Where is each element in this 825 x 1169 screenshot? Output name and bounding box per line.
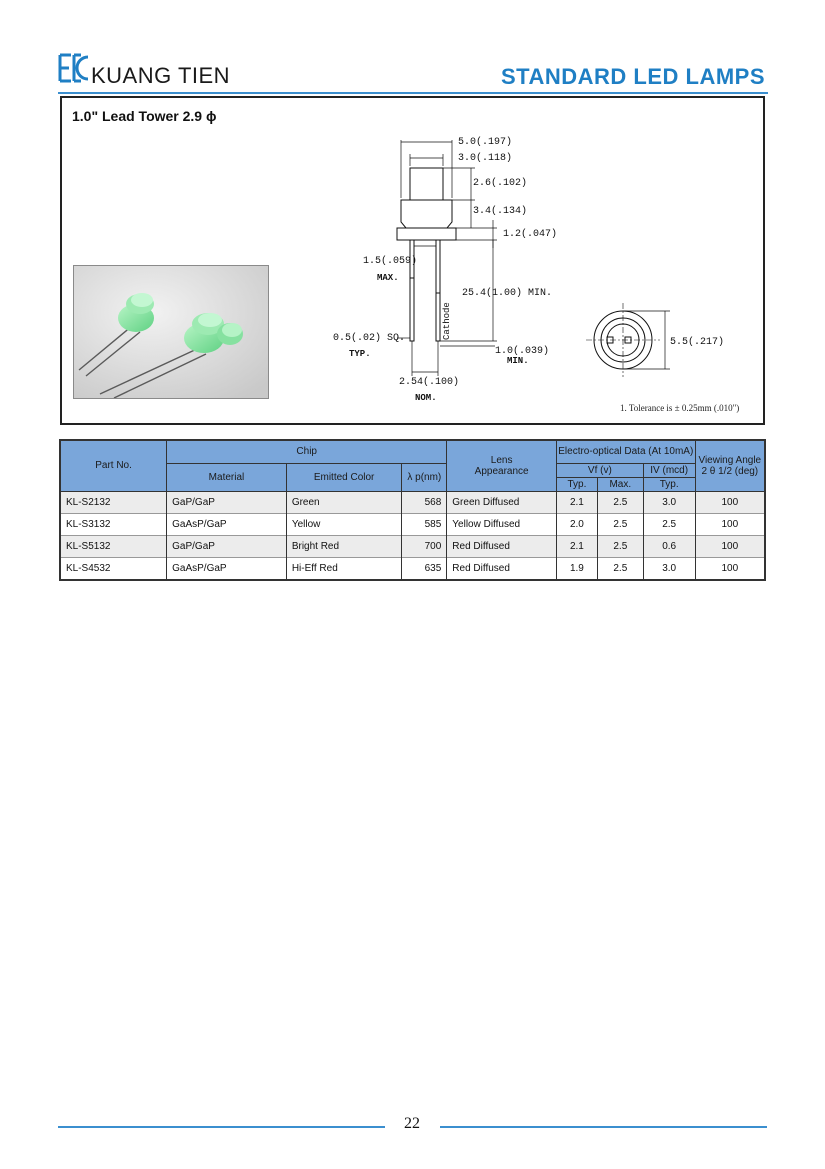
cell-color: Yellow [285,512,403,535]
cell-color: Green [285,490,403,513]
dim-body-height: 3.4(.134) [473,205,527,217]
dimension-drawing: 5.0(.197) 3.0(.118) 2.6(.102) 3.4(.134) … [333,136,724,403]
cell-part: KL-S4532 [59,556,168,580]
dim-lead-section-note: TYP. [349,349,371,359]
dim-lead-section: 0.5(.02) SQ. [333,332,405,344]
cell-vf-typ: 1.9 [555,556,598,580]
footer-divider-left [58,1126,385,1128]
cell-lens: Yellow Diffused [446,512,557,535]
header-viewing-angle: Viewing Angle 2 θ 1/2 (deg) [694,439,766,492]
cell-material: GaP/GaP [166,534,287,557]
cathode-label: Cathode [442,302,452,340]
header-divider [58,92,768,94]
header-angle-line2: 2 θ 1/2 (deg) [701,465,759,477]
footer-divider-right [440,1126,767,1128]
header-lens: Lens Appearance [446,439,557,492]
cell-lens: Green Diffused [446,490,557,513]
header-emitted-color: Emitted Color [285,462,403,492]
dim-top-inner: 3.0(.118) [458,152,512,164]
header-lens-line1: Lens [490,454,513,466]
cell-angle: 100 [694,512,766,535]
header-wavelength: λ p(nm) [401,462,448,492]
cell-angle: 100 [694,534,766,557]
cell-part: KL-S5132 [59,534,168,557]
cell-iv-typ: 3.0 [642,490,696,513]
dim-lead-length: 25.4(1.00) MIN. [462,287,552,299]
cell-color: Bright Red [285,534,403,557]
cell-material: GaP/GaP [166,490,287,513]
cell-material: GaAsP/GaP [166,556,287,580]
cell-vf-max: 2.5 [596,512,644,535]
cell-vf-typ: 2.1 [555,534,598,557]
header-angle-line1: Viewing Angle [698,454,762,466]
table-row: KL-S4532 GaAsP/GaP Hi-Eff Red 635 Red Di… [59,556,766,580]
header-lens-line2: Appearance [474,465,529,477]
dim-lead-gap: 1.5(.059) [363,255,417,267]
cell-part: KL-S3132 [59,512,168,535]
cell-vf-max: 2.5 [596,490,644,513]
cell-iv-typ: 0.6 [642,534,696,557]
dim-lead-end: 1.0(.039) [495,345,549,357]
kuang-tien-logo-icon [58,53,89,83]
cell-vf-max: 2.5 [596,556,644,580]
product-photo [73,265,269,399]
product-panel [60,96,765,425]
dim-lead-end-note: MIN. [507,356,529,366]
dim-flange: 1.2(.047) [503,228,557,240]
cell-angle: 100 [694,556,766,580]
cell-vf-max: 2.5 [596,534,644,557]
cell-vf-typ: 2.1 [555,490,598,513]
brand-name: KUANG TIEN [91,63,231,88]
table-row: KL-S2132 GaP/GaP Green 568 Green Diffuse… [59,490,766,513]
dim-pitch: 2.54(.100) [399,376,459,388]
dim-top-width: 5.0(.197) [458,136,512,148]
cell-wavelength: 568 [401,490,448,513]
dim-cap-height: 2.6(.102) [473,177,527,189]
header-vf-max: Max. [596,476,644,492]
tolerance-note: 1. Tolerance is ± 0.25mm (.010") [620,403,740,413]
cell-iv-typ: 2.5 [642,512,696,535]
dim-lead-gap-note: MAX. [377,273,399,283]
cell-vf-typ: 2.0 [555,512,598,535]
cell-wavelength: 585 [401,512,448,535]
table-row: KL-S5132 GaP/GaP Bright Red 700 Red Diff… [59,534,766,557]
cell-wavelength: 635 [401,556,448,580]
header-part-no: Part No. [59,439,168,492]
header-electro-optical: Electro-optical Data (At 10mA) [555,439,696,464]
header-material: Material [166,462,287,492]
header-vf-typ: Typ. [555,476,598,492]
cell-angle: 100 [694,490,766,513]
dim-pitch-note: NOM. [415,393,437,403]
specifications-table: Part No. Chip Lens Appearance Electro-op… [59,439,766,581]
cell-iv-typ: 3.0 [642,556,696,580]
product-title: 1.0" Lead Tower 2.9 ϕ [72,108,217,124]
header-iv: IV (mcd) [642,462,696,478]
cell-material: GaAsP/GaP [166,512,287,535]
cell-wavelength: 700 [401,534,448,557]
header-chip: Chip [166,439,448,464]
page-title: STANDARD LED LAMPS [500,64,765,89]
header-iv-typ: Typ. [642,476,696,492]
cell-lens: Red Diffused [446,534,557,557]
cell-color: Hi-Eff Red [285,556,403,580]
cell-part: KL-S2132 [59,490,168,513]
header-vf: Vf (v) [555,462,644,478]
page-number: 22 [404,1115,420,1132]
cell-lens: Red Diffused [446,556,557,580]
dim-diameter: 5.5(.217) [670,336,724,348]
table-row: KL-S3132 GaAsP/GaP Yellow 585 Yellow Dif… [59,512,766,535]
